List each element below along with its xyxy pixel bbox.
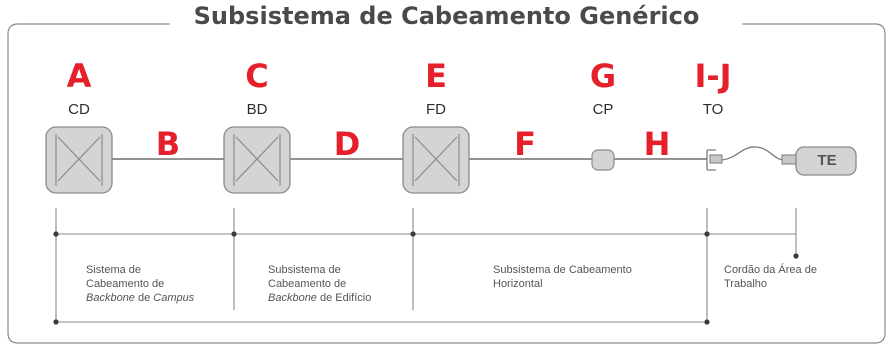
node-letter-c: C: [245, 57, 269, 95]
distributor-fd-icon: [402, 126, 470, 194]
node-letter-i-j: I-J: [694, 57, 732, 95]
building-backbone-label: Subsistema de Cabeamento de Backbone de …: [268, 264, 372, 304]
link-letter-b: B: [155, 125, 181, 163]
boundary-ticks: [55, 208, 797, 322]
work-area-cord-label: Cordão da Área de Trabalho: [724, 264, 817, 290]
link-letter-d: D: [333, 125, 361, 163]
node-code-cd: CD: [68, 101, 90, 118]
node-code-bd: BD: [246, 101, 268, 118]
terminal-equipment-label: TE: [817, 152, 837, 169]
distributor-bd-icon: [223, 126, 291, 194]
campus-backbone-label: Sistema de Cabeamento de Backbone de Cam…: [86, 264, 195, 304]
span-lines: [56, 233, 796, 323]
node-letter-a: A: [66, 57, 92, 95]
node-letter-e: E: [425, 57, 447, 95]
node-code-fd: FD: [426, 101, 446, 118]
link-letter-f: F: [514, 125, 536, 163]
node-code-cp: CP: [592, 101, 614, 118]
node-code-to: TO: [702, 101, 724, 118]
patch-cord: [721, 146, 785, 161]
outlet-icon: [706, 149, 723, 171]
distributor-cd-icon: [45, 126, 113, 194]
frame: [7, 23, 886, 344]
node-letter-g: G: [589, 57, 617, 95]
terminal-equipment-icon: [795, 146, 857, 176]
span-dots: [53, 231, 799, 325]
plug-icon: [781, 154, 797, 165]
horizontal-cabling-label: Subsistema de Cabeamento Horizontal: [493, 264, 632, 290]
link-letter-h: H: [643, 125, 671, 163]
consolidation-point-icon: [591, 149, 615, 171]
diagram-title: Subsistema de Cabeamento Genérico: [193, 2, 700, 30]
